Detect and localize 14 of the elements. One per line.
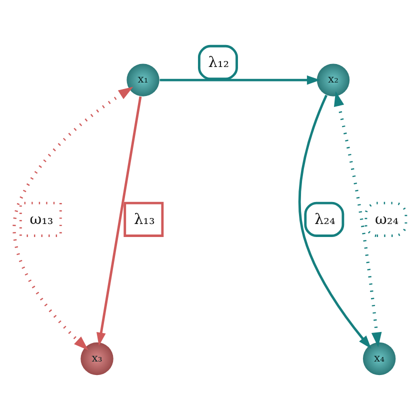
edge-label: λ₁₃: [133, 212, 154, 228]
arrow: [12, 86, 133, 350]
node-circle: x₁: [126, 64, 159, 96]
node-circle: x₄: [362, 342, 396, 376]
node-circle: x₂: [316, 64, 350, 96]
arrow: [96, 96, 142, 346]
edge-label: λ₁₂: [208, 54, 229, 71]
node-circle: x₃: [80, 342, 113, 376]
arrow: [159, 75, 320, 85]
edge-label: λ₂₄: [314, 212, 335, 228]
arrow: [333, 91, 382, 348]
edge-label: ω₂₄: [374, 212, 398, 228]
edge-label: ω₁₃: [29, 212, 53, 228]
arrow: [298, 94, 371, 349]
